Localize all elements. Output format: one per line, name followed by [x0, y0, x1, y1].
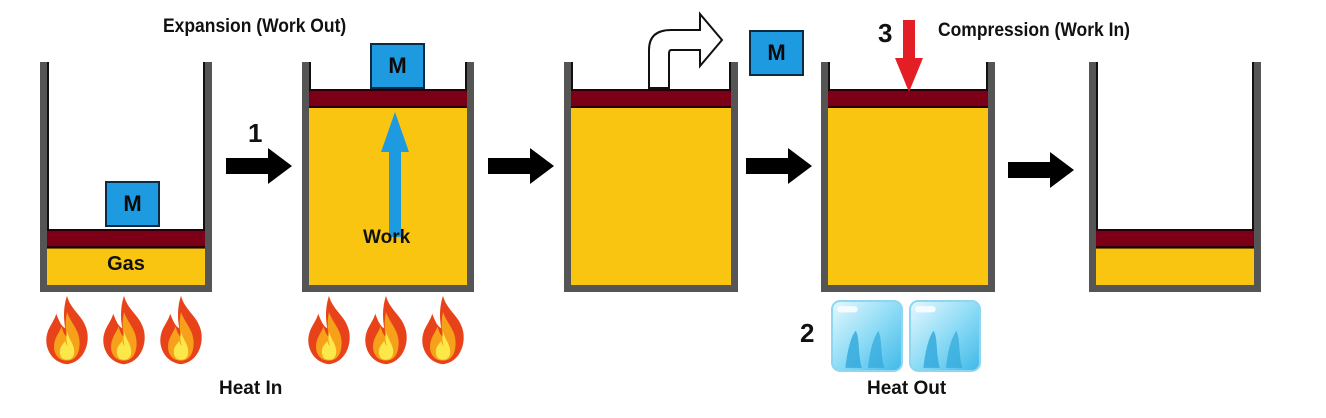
piston-3 — [571, 89, 731, 108]
step-3-number: 3 — [878, 18, 893, 48]
piston-5 — [1096, 229, 1254, 248]
work-arrow-icon — [381, 112, 409, 237]
flame-icon — [160, 295, 202, 365]
gas-5 — [1096, 248, 1254, 285]
cylinder-4 — [821, 62, 995, 292]
piston-1 — [47, 229, 205, 248]
flame-icon — [365, 295, 407, 365]
mass-label: M — [767, 40, 786, 65]
gas-4 — [828, 107, 988, 285]
heat-out-label: Heat Out — [867, 378, 947, 399]
right-arrow-icon — [226, 148, 292, 184]
gas-1: Gas — [47, 248, 205, 285]
ice-cube-icon — [908, 300, 982, 372]
right-arrow-icon — [1008, 152, 1074, 188]
compression-label: Compression (Work In) — [938, 20, 1130, 41]
piston-2 — [309, 89, 467, 108]
mass-block-1: M — [105, 181, 160, 227]
right-arrow-icon — [746, 148, 812, 184]
heat-in-label: Heat In — [219, 378, 283, 399]
cylinder-3 — [564, 62, 738, 292]
cylinder-1: Gas M — [40, 62, 212, 292]
right-arrow-icon — [488, 148, 554, 184]
mass-label: M — [388, 53, 407, 78]
flame-icon — [422, 295, 464, 365]
mass-label: M — [123, 191, 142, 216]
piston-4 — [828, 89, 988, 108]
flame-icon — [308, 295, 350, 365]
cylinder-2: M Work — [302, 43, 474, 292]
mass-block-3: M — [749, 30, 804, 76]
cylinder-5 — [1089, 62, 1261, 292]
gas-3 — [571, 107, 731, 285]
step-2-number: 2 — [800, 318, 815, 348]
curved-arrow-icon — [648, 11, 724, 89]
step-1-number: 1 — [248, 118, 263, 148]
ice-cube-icon — [830, 300, 904, 372]
mass-block-2: M — [370, 43, 425, 89]
flame-icon — [46, 295, 88, 365]
gas-label: Gas — [107, 253, 145, 275]
compression-arrow-icon — [895, 20, 923, 92]
expansion-label: Expansion (Work Out) — [163, 16, 347, 37]
flame-icon — [103, 295, 145, 365]
work-label: Work — [363, 227, 411, 248]
